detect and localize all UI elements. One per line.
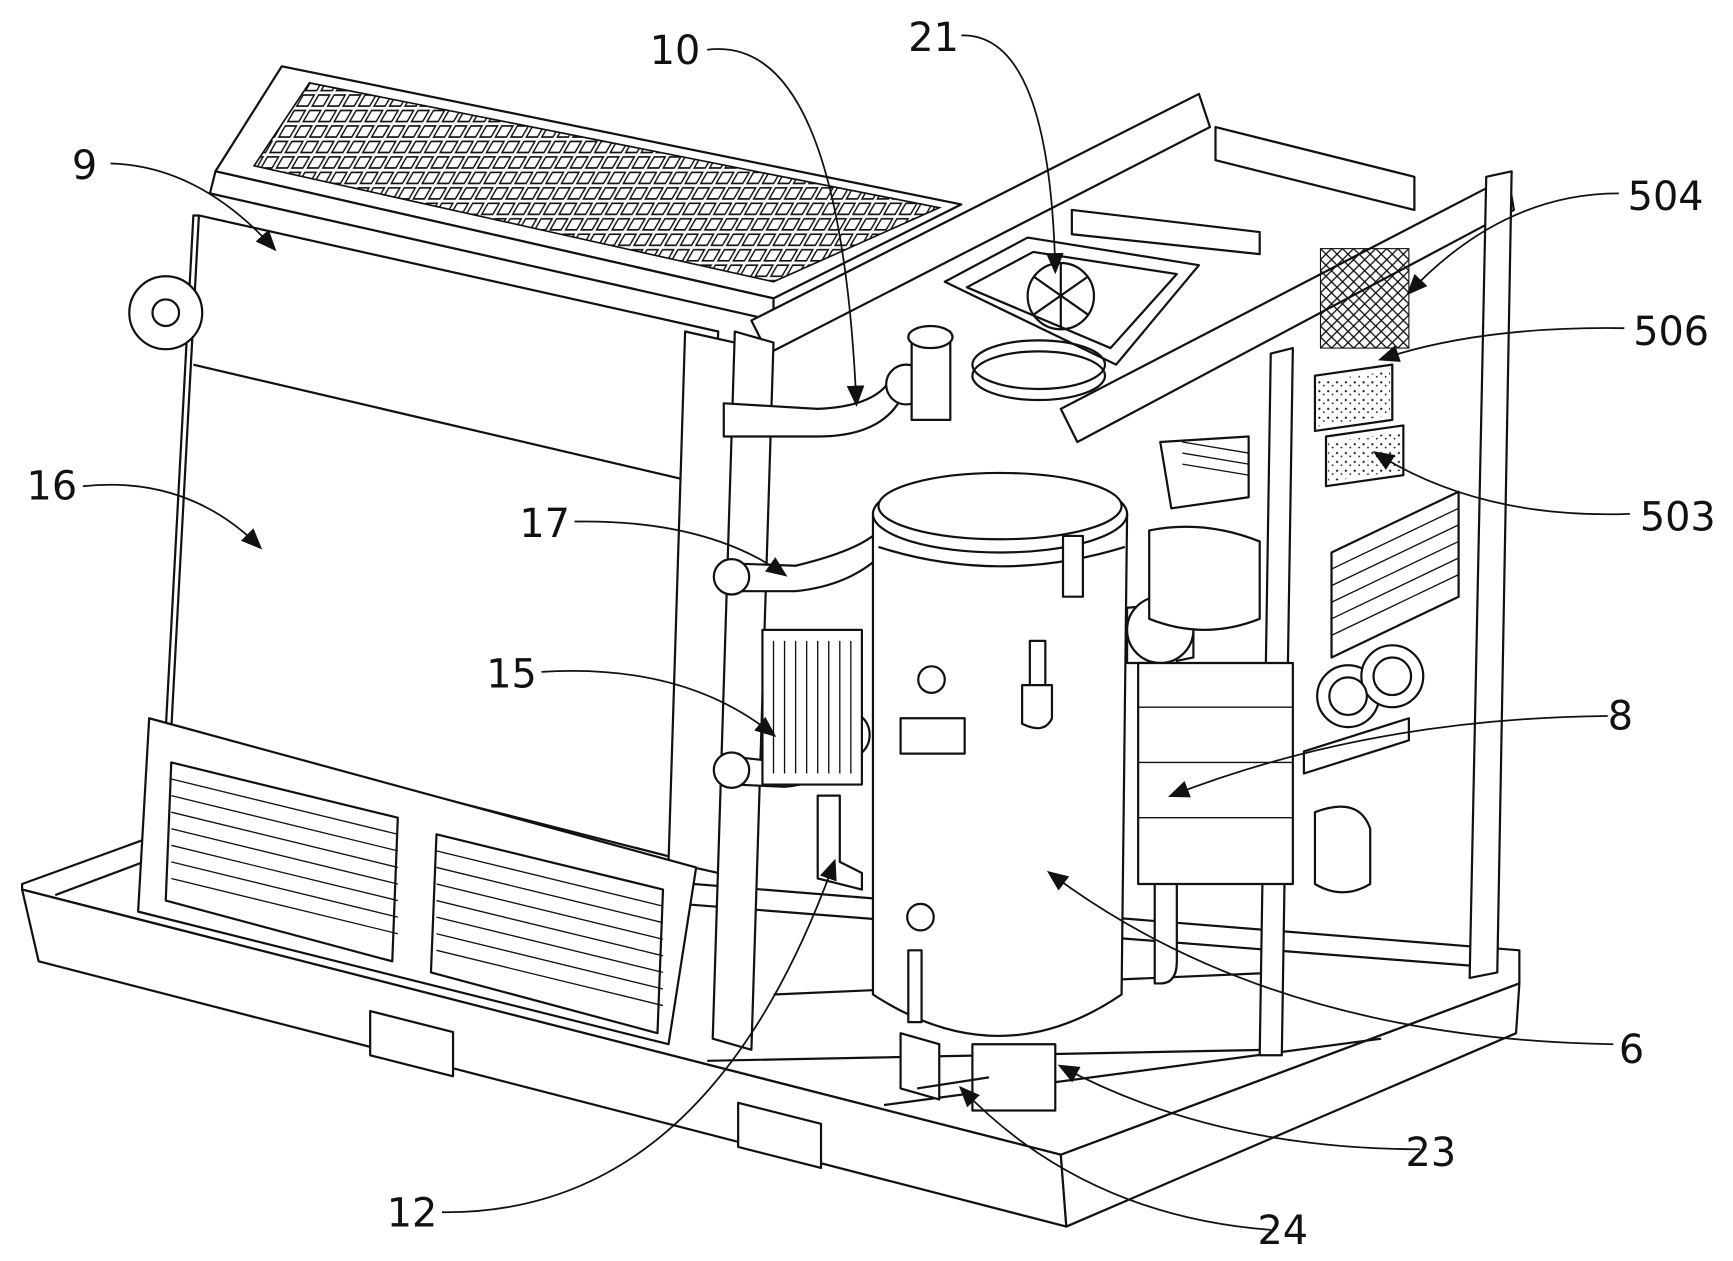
- label-10: 10: [650, 28, 701, 74]
- label-15: 15: [486, 651, 537, 697]
- label-506: 506: [1633, 309, 1709, 355]
- leader-21: [961, 34, 1064, 275]
- label-6: 6: [1619, 1027, 1644, 1073]
- label-16: 16: [27, 463, 78, 509]
- pipes: [712, 324, 1410, 985]
- label-8: 8: [1608, 693, 1633, 739]
- leader-17: [574, 520, 788, 577]
- leader-504: [1406, 192, 1619, 296]
- leader-15: [541, 670, 777, 738]
- label-12: 12: [387, 1191, 438, 1237]
- label-23: 23: [1406, 1130, 1457, 1176]
- tank-nameplate: [899, 717, 966, 755]
- label-503: 503: [1640, 494, 1716, 540]
- leader-10: [707, 48, 865, 407]
- cooler-panel: [128, 214, 736, 875]
- forklift-pocket: [737, 1101, 823, 1170]
- label-21: 21: [908, 15, 959, 61]
- leader-506: [1377, 327, 1625, 362]
- forklift-pocket: [369, 1009, 455, 1078]
- label-24: 24: [1257, 1208, 1308, 1254]
- fan-assembly: [943, 236, 1201, 402]
- sight-glass: [907, 949, 923, 1024]
- leader-9: [110, 162, 277, 252]
- label-504: 504: [1628, 174, 1704, 220]
- separator-tank: [871, 471, 1129, 1112]
- reference-labels: 9 10 21 504 506 16 17 503 15 8 6 23 12 2…: [27, 15, 1716, 1254]
- top-grille: [208, 65, 963, 322]
- leader-16: [82, 483, 263, 550]
- filter-foam: [1317, 371, 1391, 427]
- leader-503: [1372, 451, 1630, 516]
- label-17: 17: [519, 501, 570, 547]
- leader-6: [1046, 870, 1614, 1046]
- leader-lines: [82, 34, 1630, 1231]
- leader-24: [958, 1085, 1271, 1231]
- leader-8: [1168, 715, 1608, 798]
- leader-12: [441, 858, 837, 1214]
- label-9: 9: [72, 143, 97, 189]
- louver-panel: [137, 717, 698, 1046]
- leader-23: [1057, 1064, 1420, 1151]
- filter-mesh: [1319, 248, 1410, 349]
